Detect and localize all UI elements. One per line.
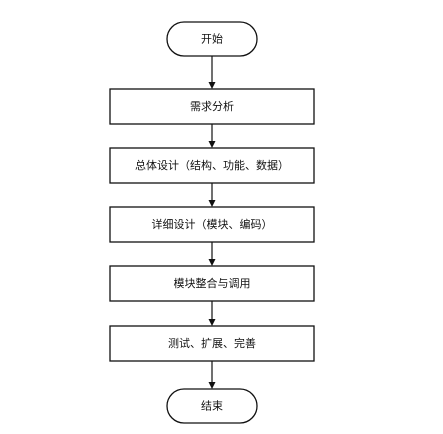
end-label: 结束 <box>201 400 223 413</box>
connector-step-1-to-step-2 <box>208 124 216 148</box>
process-step-4: 模块整合与调用 <box>109 265 315 302</box>
process-step-3: 详细设计（模块、编码） <box>109 206 315 243</box>
connector-step-2-to-step-3 <box>208 183 216 207</box>
process-step-1-label: 需求分析 <box>190 99 234 113</box>
process-step-4-label: 模块整合与调用 <box>174 276 251 290</box>
process-step-1: 需求分析 <box>109 88 315 125</box>
connector-step-4-to-step-5 <box>208 301 216 326</box>
end-node: 结束 <box>166 388 258 424</box>
process-step-5: 测试、扩展、完善 <box>109 325 315 362</box>
process-step-2: 总体设计（结构、功能、数据） <box>109 147 315 184</box>
connector-step-3-to-step-4 <box>208 242 216 266</box>
connector-step-5-to-end <box>208 361 216 389</box>
start-label: 开始 <box>201 32 223 46</box>
process-step-3-label: 详细设计（模块、编码） <box>152 217 273 231</box>
connector-start-to-step-1 <box>208 56 216 89</box>
process-step-2-label: 总体设计（结构、功能、数据） <box>135 158 289 172</box>
start-node: 开始 <box>166 21 258 57</box>
process-step-5-label: 测试、扩展、完善 <box>168 336 256 350</box>
